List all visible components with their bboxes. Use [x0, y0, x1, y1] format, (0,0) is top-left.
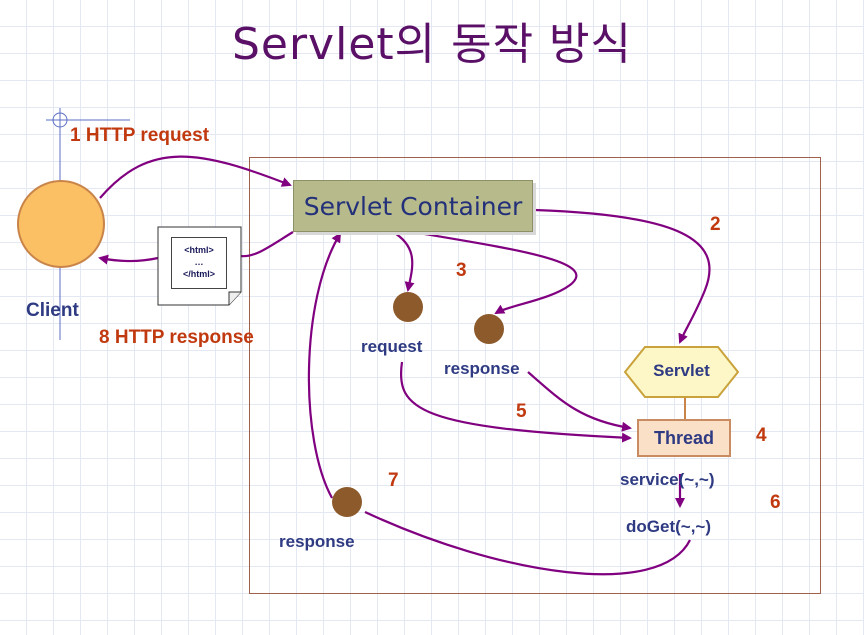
arrow-create-servlet	[534, 208, 711, 344]
html-document-icon: <html> … </html>	[157, 226, 243, 306]
arrow-request-to-thread	[399, 361, 632, 443]
arrow-create-response	[412, 230, 578, 314]
thread-box: Thread	[637, 419, 731, 457]
doget-method-label: doGet(~,~)	[626, 517, 712, 536]
arrow-http-response	[239, 231, 294, 258]
step-8-label: 8 HTTP response	[99, 327, 254, 348]
request-object	[393, 292, 423, 322]
step-2-label: 2	[710, 214, 721, 235]
step-6-label: 6	[770, 492, 781, 513]
arrow-http-response-tail	[98, 254, 159, 265]
arrow-http-request	[99, 155, 292, 199]
client-label: Client	[26, 300, 79, 321]
client-circle	[17, 180, 105, 268]
servlet-container-box: Servlet Container	[293, 180, 533, 232]
doc-line-close: </html>	[182, 269, 215, 279]
arrow-response-to-container	[307, 232, 342, 499]
request-label: request	[361, 337, 423, 356]
page-title: Servlet의 동작 방식	[231, 19, 633, 70]
arrow-create-request	[392, 231, 415, 292]
step-4-label: 4	[756, 425, 767, 446]
step-3-label: 3	[456, 260, 467, 281]
response-label-lower: response	[279, 532, 355, 551]
servlet-hexagon	[623, 346, 740, 398]
doc-line-ellipsis: …	[194, 257, 204, 267]
servlet-label: Servlet	[653, 361, 710, 380]
doc-line-open: <html>	[184, 245, 214, 255]
arrow-doget-to-response	[364, 511, 691, 576]
response-object-lower	[332, 487, 362, 517]
step-1-label: 1 HTTP request	[70, 125, 210, 146]
step-5-label: 5	[516, 401, 527, 422]
servlet-container-region	[249, 157, 821, 594]
arrow-response-to-thread	[527, 371, 632, 432]
html-document-content: <html> … </html>	[171, 237, 227, 289]
response-label-upper: response	[444, 359, 520, 378]
response-object-upper	[474, 314, 504, 344]
service-method-label: service(~,~)	[620, 470, 715, 489]
step-7-label: 7	[388, 470, 399, 491]
